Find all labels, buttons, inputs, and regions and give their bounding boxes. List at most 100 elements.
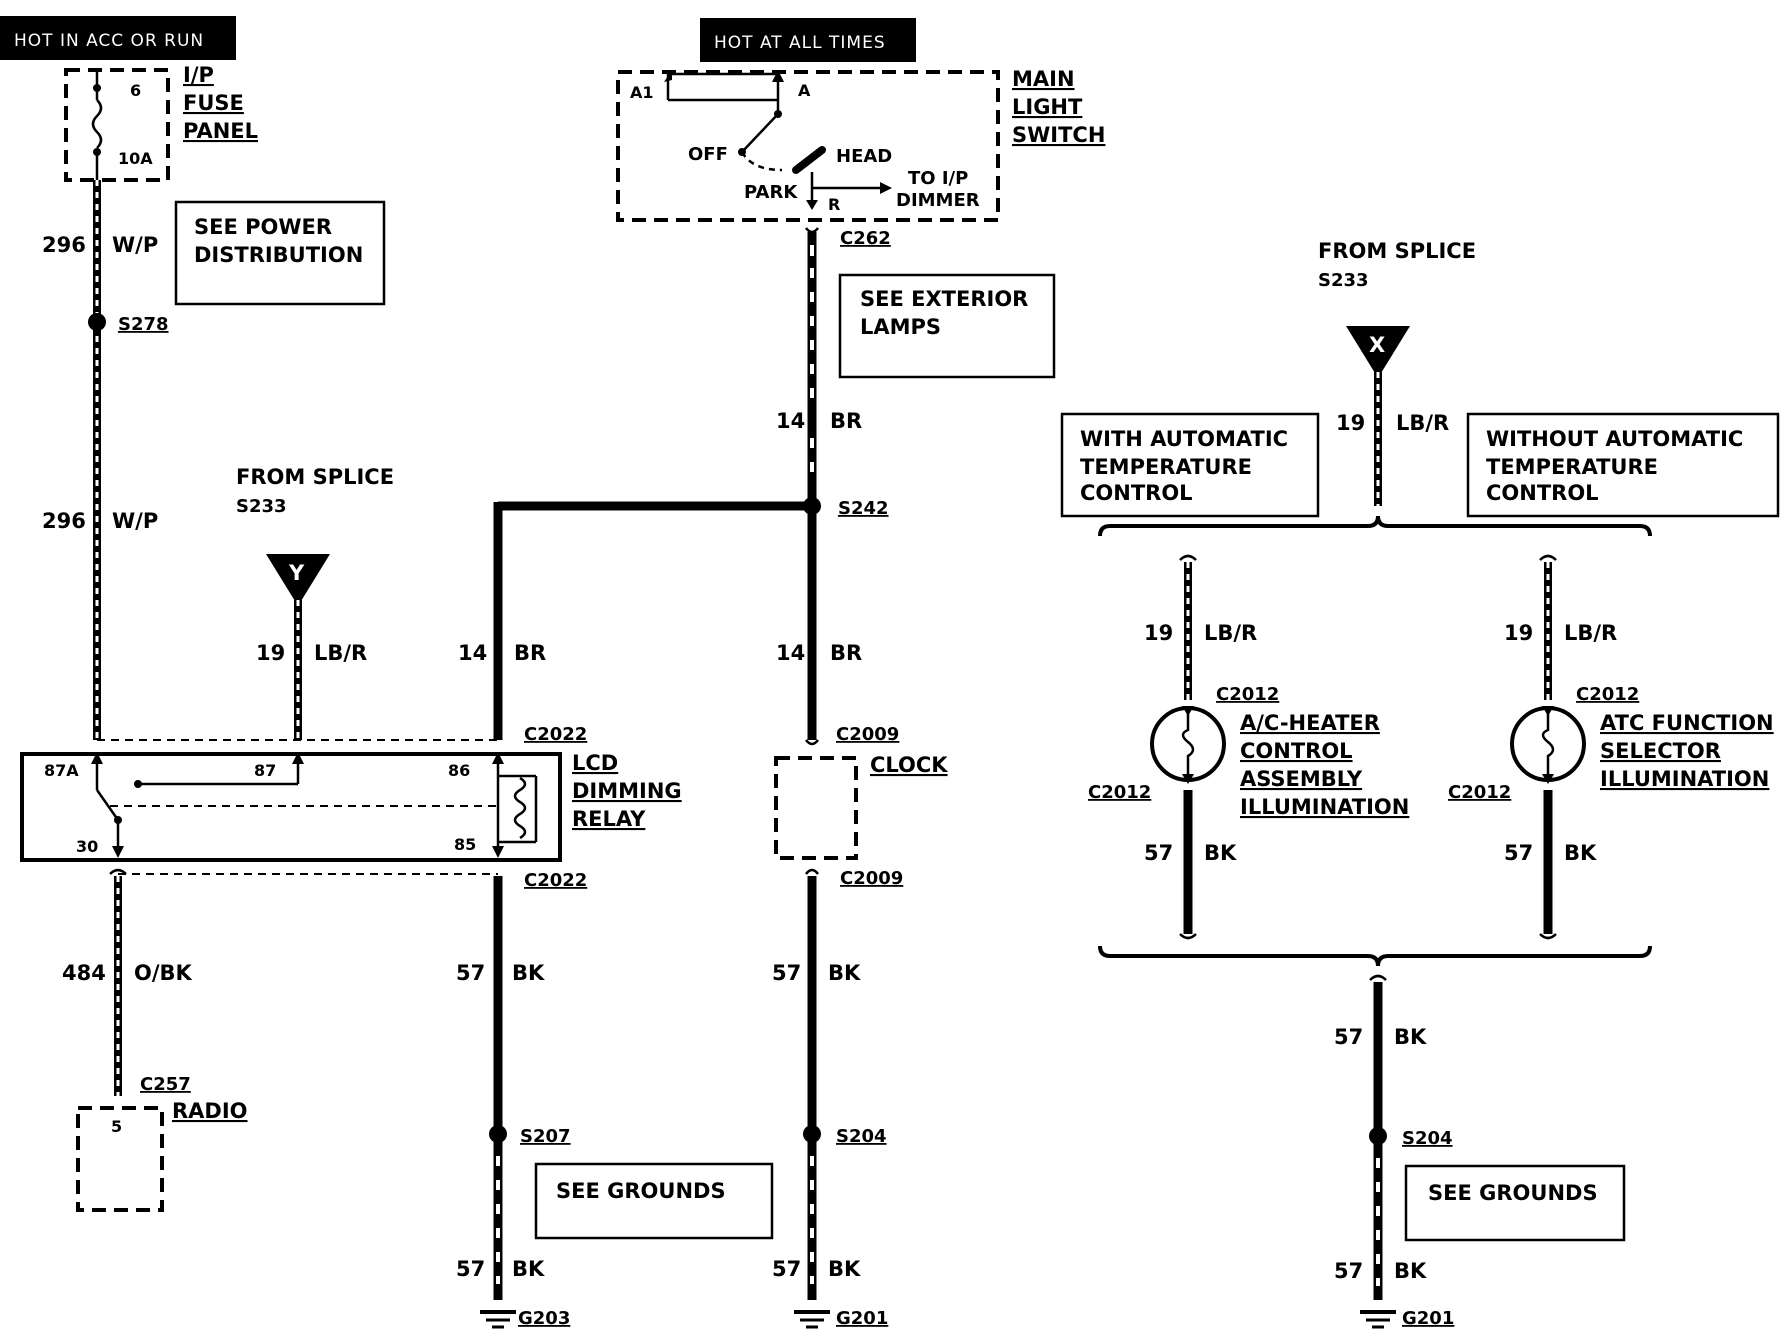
header-acc-run: HOT IN ACC OR RUN [0, 16, 236, 60]
svg-text:A1: A1 [630, 83, 654, 102]
without-atc-note: WITHOUT AUTOMATIC TEMPERATURE CONTROL [1466, 412, 1780, 518]
connector-c2022-top: C2022 [524, 724, 587, 745]
svg-text:S233: S233 [236, 496, 287, 517]
wire-57-relay-ground: 57 BK S207 57 BK G203 [456, 876, 571, 1329]
svg-text:57: 57 [456, 961, 485, 985]
svg-text:87: 87 [254, 761, 276, 780]
svg-text:X: X [1369, 333, 1385, 357]
svg-text:DIMMER: DIMMER [896, 190, 980, 211]
svg-text:SELECTOR: SELECTOR [1600, 739, 1721, 763]
svg-text:85: 85 [454, 835, 476, 854]
svg-text:LB/R: LB/R [1396, 411, 1449, 435]
svg-text:FROM SPLICE: FROM SPLICE [236, 465, 394, 489]
svg-text:BK: BK [828, 1257, 861, 1281]
with-atc-note: WITH AUTOMATIC TEMPERATURE CONTROL [1060, 412, 1320, 518]
svg-text:30: 30 [76, 837, 98, 856]
svg-text:SEE GROUNDS: SEE GROUNDS [1428, 1181, 1598, 1205]
svg-text:14: 14 [776, 409, 805, 433]
connector-c2012-a-bottom: C2012 [1088, 782, 1151, 803]
svg-text:SWITCH: SWITCH [1012, 123, 1105, 147]
see-exterior-lamps-note: SEE EXTERIOR LAMPS [838, 273, 1056, 379]
splice-s242: S242 [838, 498, 889, 519]
svg-text:HOT IN ACC OR RUN: HOT IN ACC OR RUN [14, 31, 204, 51]
fuse-panel: 6 10A I/P FUSE PANEL [64, 63, 258, 182]
wire-57-atc-ground: 57 BK S204 57 BK G201 [1334, 974, 1454, 1329]
svg-text:BK: BK [1394, 1259, 1427, 1283]
svg-text:LB/R: LB/R [1564, 621, 1617, 645]
connector-c2009-top: C2009 [836, 724, 899, 745]
svg-text:19: 19 [256, 641, 285, 665]
svg-text:57: 57 [772, 961, 801, 985]
svg-text:484: 484 [62, 961, 106, 985]
svg-text:14: 14 [458, 641, 487, 665]
svg-text:TEMPERATURE: TEMPERATURE [1486, 455, 1658, 479]
svg-text:296: 296 [42, 509, 86, 533]
svg-text:BR: BR [514, 641, 546, 665]
svg-text:HEAD: HEAD [836, 146, 892, 167]
connector-c2009-bottom: C2009 [840, 868, 903, 889]
splice-y: FROM SPLICE S233 Y 19 LB/R [236, 465, 394, 740]
svg-text:ILLUMINATION: ILLUMINATION [1600, 767, 1769, 791]
fuse-number: 6 [130, 81, 141, 100]
svg-text:OFF: OFF [688, 144, 728, 165]
svg-text:PARK: PARK [744, 182, 798, 203]
svg-text:57: 57 [1504, 841, 1533, 865]
svg-text:BK: BK [1394, 1025, 1427, 1049]
svg-text:296: 296 [42, 233, 86, 257]
connector-c2022-bottom: C2022 [524, 870, 587, 891]
splice-s204-b: S204 [1402, 1128, 1453, 1149]
svg-text:RADIO: RADIO [172, 1099, 248, 1123]
connector-c262: C262 [840, 228, 891, 249]
connector-c257: C257 [140, 1074, 191, 1095]
svg-text:RELAY: RELAY [572, 807, 646, 831]
svg-text:BK: BK [512, 1257, 545, 1281]
header-all-times: HOT AT ALL TIMES [700, 18, 916, 62]
svg-text:57: 57 [772, 1257, 801, 1281]
svg-text:DISTRIBUTION: DISTRIBUTION [194, 243, 363, 267]
svg-text:BK: BK [828, 961, 861, 985]
svg-text:DIMMING: DIMMING [572, 779, 682, 803]
svg-text:19: 19 [1144, 621, 1173, 645]
svg-text:MAIN: MAIN [1012, 67, 1075, 91]
wire-57-clock-ground: 57 BK S204 57 BK G201 [772, 876, 888, 1329]
svg-text:S233: S233 [1318, 270, 1369, 291]
svg-text:19: 19 [1504, 621, 1533, 645]
svg-text:BK: BK [1564, 841, 1597, 865]
option-brace-bottom [1098, 945, 1652, 967]
svg-text:ILLUMINATION: ILLUMINATION [1240, 795, 1409, 819]
svg-text:LIGHT: LIGHT [1012, 95, 1083, 119]
splice-dot-s278 [88, 313, 106, 331]
svg-text:ASSEMBLY: ASSEMBLY [1240, 767, 1363, 791]
svg-text:LCD: LCD [572, 751, 618, 775]
svg-text:57: 57 [1334, 1025, 1363, 1049]
svg-text:W/P: W/P [112, 509, 158, 533]
fuse-panel-label: PANEL [183, 119, 258, 143]
ground-g201-a: G201 [836, 1308, 888, 1329]
svg-text:BR: BR [830, 641, 862, 665]
svg-text:BR: BR [830, 409, 862, 433]
svg-text:LAMPS: LAMPS [860, 315, 941, 339]
connector-c2012-b-bottom: C2012 [1448, 782, 1511, 803]
ground-g201-b: G201 [1402, 1308, 1454, 1329]
svg-text:CONTROL: CONTROL [1486, 481, 1599, 505]
clock: C2009 CLOCK C2009 [774, 724, 948, 889]
svg-text:WITH AUTOMATIC: WITH AUTOMATIC [1080, 427, 1288, 451]
wire-484: 484 O/BK [62, 868, 193, 1096]
svg-text:BK: BK [512, 961, 545, 985]
splice-s207: S207 [520, 1126, 571, 1147]
splice-s278: S278 [118, 314, 169, 335]
svg-text:57: 57 [1144, 841, 1173, 865]
svg-text:57: 57 [456, 1257, 485, 1281]
svg-text:SEE POWER: SEE POWER [194, 215, 332, 239]
lcd-dimming-relay: C2022 87A 87 30 86 85 C2022 LCD DIMMING … [20, 724, 682, 891]
svg-text:LB/R: LB/R [314, 641, 367, 665]
connector-c2012-b-top: C2012 [1576, 684, 1639, 705]
svg-text:Y: Y [288, 561, 305, 585]
svg-text:5: 5 [111, 1117, 122, 1136]
svg-text:SEE GROUNDS: SEE GROUNDS [556, 1179, 726, 1203]
svg-text:ATC FUNCTION: ATC FUNCTION [1600, 711, 1774, 735]
wire-296: 296 W/P S278 296 W/P [42, 180, 169, 740]
svg-text:FROM SPLICE: FROM SPLICE [1318, 239, 1476, 263]
svg-text:HOT AT ALL TIMES: HOT AT ALL TIMES [714, 33, 886, 53]
ac-heater-illumination-lamp: 19 LB/R C2012 C2012 A/C-HEATER CONTROL A… [1088, 554, 1409, 940]
